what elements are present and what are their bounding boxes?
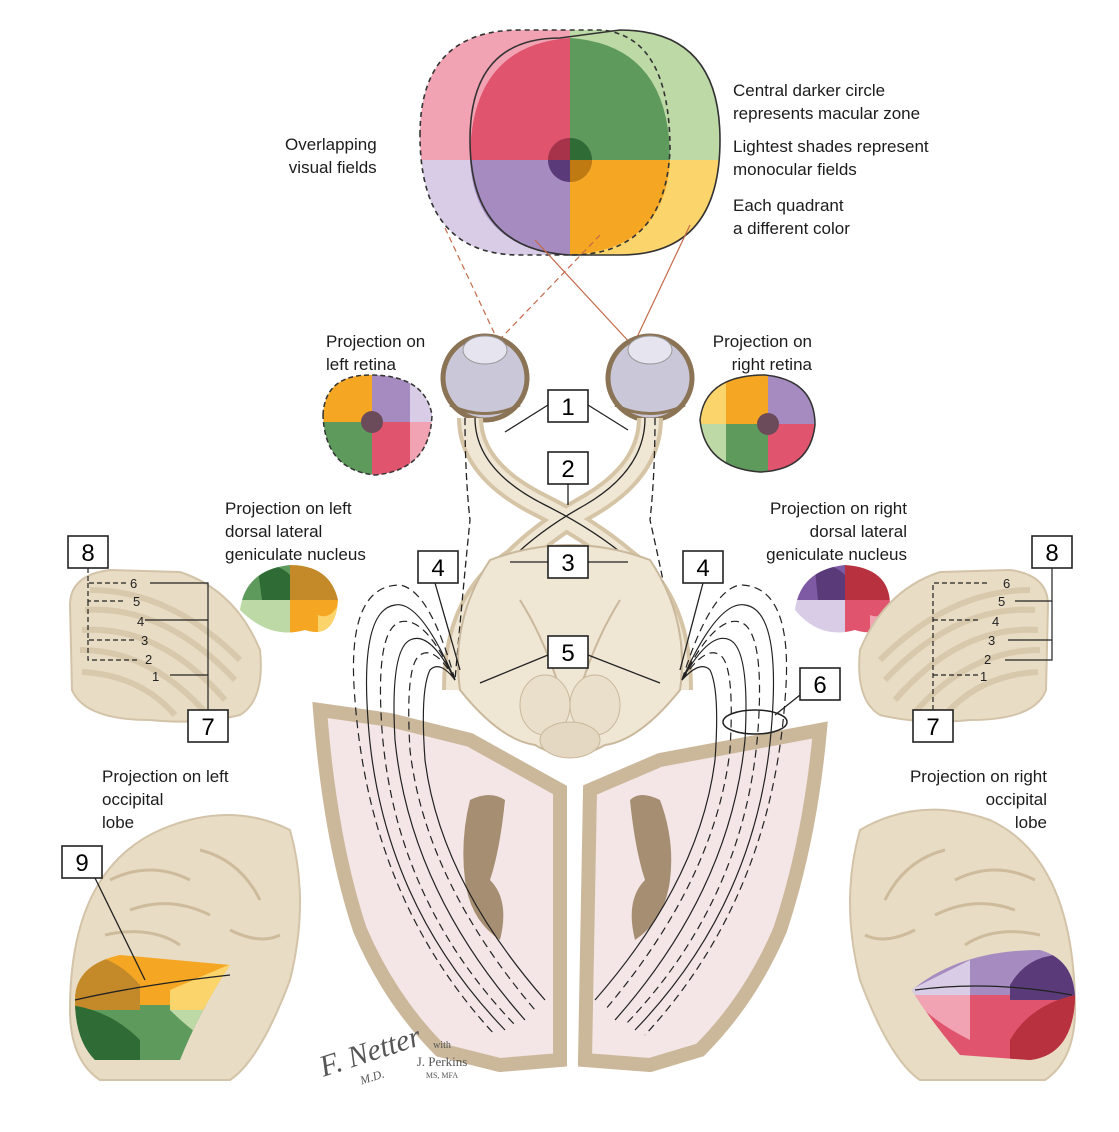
svg-text:2: 2 <box>984 652 991 667</box>
left-eye <box>440 333 530 423</box>
svg-text:1: 1 <box>980 669 987 684</box>
svg-text:3: 3 <box>141 633 148 648</box>
signature-coauthor: J. Perkins <box>416 1054 468 1069</box>
svg-text:7: 7 <box>926 714 939 741</box>
svg-text:9: 9 <box>75 850 88 877</box>
callout-box-1: 1 <box>547 389 589 423</box>
svg-text:1: 1 <box>152 669 159 684</box>
signature-credentials: MS, MFA <box>425 1071 459 1080</box>
svg-text:5: 5 <box>998 594 1005 609</box>
visual-fields <box>419 29 721 256</box>
callout-box-4-left: 4 <box>417 550 459 584</box>
left-lgn-layers <box>68 552 262 723</box>
svg-text:8: 8 <box>1045 540 1058 567</box>
svg-text:4: 4 <box>431 555 444 582</box>
svg-text:2: 2 <box>145 652 152 667</box>
left-occipital-lobe <box>68 814 301 1081</box>
callout-box-3: 3 <box>547 545 589 579</box>
svg-text:6: 6 <box>813 672 826 699</box>
callout-box-8-left: 8 <box>67 535 109 569</box>
left-retina-projection <box>323 375 432 475</box>
svg-text:7: 7 <box>201 714 214 741</box>
svg-text:4: 4 <box>992 614 999 629</box>
right-hemisphere-section <box>577 721 828 1073</box>
right-occipital-lobe <box>849 808 1077 1081</box>
svg-text:3: 3 <box>561 550 574 577</box>
left-lgn-layer-numbers: 6 5 4 3 2 1 <box>130 576 159 684</box>
svg-text:4: 4 <box>696 555 709 582</box>
callout-box-4-right: 4 <box>682 550 724 584</box>
svg-text:3: 3 <box>988 633 995 648</box>
svg-text:2: 2 <box>561 456 574 483</box>
radiation-bundle-ring <box>722 709 788 735</box>
svg-text:6: 6 <box>130 576 137 591</box>
callout-box-7-right: 7 <box>912 709 954 743</box>
callout-box-8-right: 8 <box>1031 535 1073 569</box>
signature-with: with <box>433 1040 451 1051</box>
svg-text:8: 8 <box>81 540 94 567</box>
right-eye <box>605 333 695 423</box>
left-lgn-projection <box>240 565 338 633</box>
right-lgn-layer-numbers: 6 5 4 3 2 1 <box>980 576 1010 684</box>
callout-box-9: 9 <box>61 845 103 879</box>
svg-text:5: 5 <box>561 640 574 667</box>
svg-text:1: 1 <box>561 394 574 421</box>
left-optic-radiation <box>352 584 546 1036</box>
callout-leaders <box>94 404 801 981</box>
callout-box-7-left: 7 <box>187 709 229 743</box>
right-optic-radiation <box>594 584 788 1036</box>
left-hemisphere-section <box>312 701 567 1073</box>
svg-text:5: 5 <box>133 594 140 609</box>
callout-box-2: 2 <box>547 451 589 485</box>
callout-box-5: 5 <box>547 635 589 669</box>
svg-text:4: 4 <box>137 614 144 629</box>
callout-box-6: 6 <box>799 667 841 701</box>
svg-text:6: 6 <box>1003 576 1010 591</box>
right-lgn-layers <box>858 565 1053 723</box>
